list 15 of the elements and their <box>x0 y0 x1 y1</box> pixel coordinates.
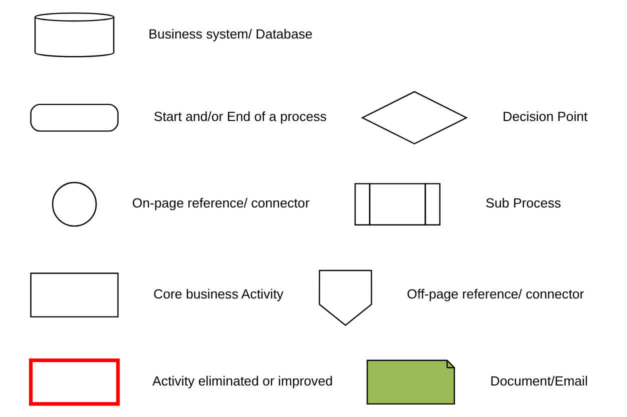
node-label: Decision Point <box>502 109 588 124</box>
node-label: Core business Activity <box>152 286 283 302</box>
node-label: Off-page reference/ connector <box>406 286 584 302</box>
node-label: Start and/or End of a process <box>153 109 326 124</box>
node-box <box>28 358 120 406</box>
node-circle <box>52 182 96 227</box>
node-label: Sub Process <box>485 196 561 211</box>
node-label: On-page reference/ connector <box>132 196 310 211</box>
node-label: Document/Email <box>490 374 588 389</box>
node-label: Activity eliminated or improved <box>152 374 332 389</box>
node-diamond <box>360 91 468 144</box>
node-pentagon <box>318 270 372 326</box>
node-label: Business system/ Database <box>148 26 312 42</box>
node-stadium <box>30 104 118 132</box>
node-box <box>30 272 118 318</box>
